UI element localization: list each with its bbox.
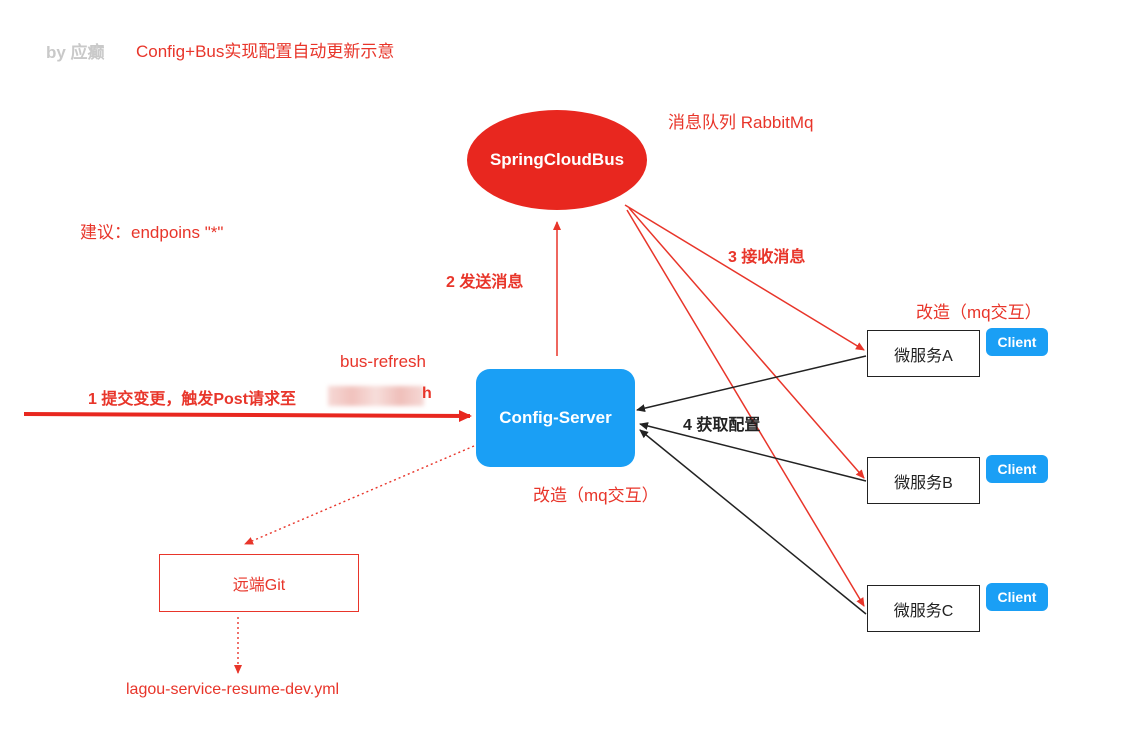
config-file-label: lagou-service-resume-dev.yml [126, 681, 340, 698]
spring-cloud-bus-node: SpringCloudBus [467, 110, 647, 210]
service-a-node: 微服务A [867, 330, 980, 377]
client-tag-c: Client [986, 583, 1048, 611]
config-server-node: Config-Server [476, 369, 635, 467]
service-c-node: 微服务C [867, 585, 980, 632]
redacted-endpoint-mask [328, 386, 424, 406]
edge-b-to-config [639, 422, 867, 482]
config-server-label: Config-Server [499, 408, 612, 427]
services-note: 改造（mq交互） [916, 303, 1042, 322]
step2-label: 2 发送消息 [446, 274, 524, 291]
edge-post-request [23, 409, 472, 422]
client-tag-a: Client [986, 328, 1048, 356]
diagram-title: Config+Bus实现配置自动更新示意 [136, 42, 395, 61]
step1-label: 1 提交变更，触发Post请求至 [88, 391, 297, 408]
step1-tail-label: h [422, 385, 432, 402]
edge-bus-to-a [624, 204, 865, 351]
bus-refresh-label: bus-refresh [340, 352, 426, 371]
service-b-label: 微服务B [894, 474, 953, 492]
author-label: by 应癫 [46, 43, 105, 62]
client-tag-b: Client [986, 455, 1048, 483]
spring-cloud-bus-label: SpringCloudBus [489, 150, 625, 169]
edge-a-to-config [636, 355, 867, 413]
step3-label: 3 接收消息 [728, 249, 806, 266]
bus-caption: 消息队列 RabbitMq [668, 113, 814, 132]
service-a-label: 微服务A [894, 347, 953, 365]
endpoint-suggestion: 建议：endpoins "*" [80, 223, 224, 242]
edge-config-to-git [244, 445, 475, 545]
step4-label: 4 获取配置 [683, 417, 761, 434]
service-c-label: 微服务C [893, 602, 954, 620]
edge-c-to-config [639, 429, 867, 615]
remote-git-node: 远端Git [159, 554, 359, 612]
edge-bus-to-c [626, 209, 865, 607]
service-b-node: 微服务B [867, 457, 980, 504]
remote-git-label: 远端Git [232, 577, 286, 594]
config-server-note: 改造（mq交互） [533, 486, 659, 505]
edge-bus-to-b [628, 207, 865, 479]
